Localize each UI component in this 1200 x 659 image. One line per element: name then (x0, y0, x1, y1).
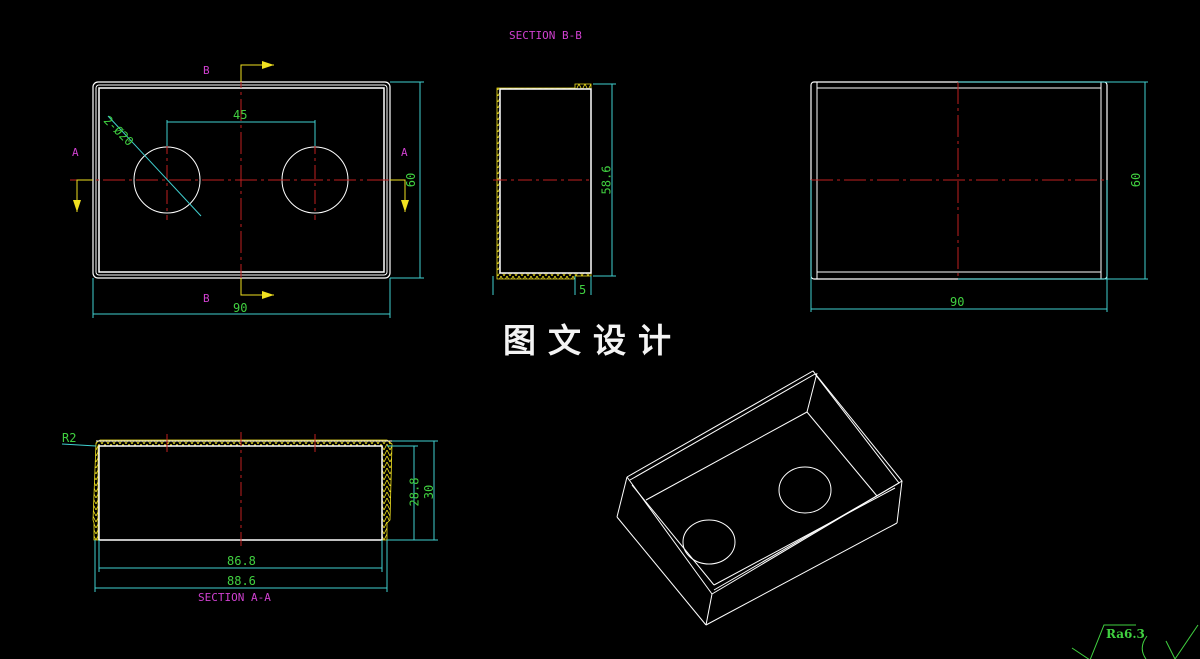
dim-top-width: 90 (233, 301, 248, 315)
dim-top-height: 60 (404, 172, 419, 188)
section-aa-title: SECTION A-A (198, 591, 271, 604)
dim-aa-outer-width: 88.6 (227, 574, 256, 588)
section-mark-b-bottom: B (203, 292, 210, 305)
dim-hole-spacing: 45 (233, 108, 248, 122)
dim-bb-step: 5 (579, 283, 587, 297)
top-view (70, 61, 424, 318)
section-mark-a-right: A (401, 146, 408, 159)
surface-roughness-label: Ra6.3 (1106, 627, 1145, 641)
dim-aa-outer-height: 30 (422, 484, 437, 500)
dim-aa-inner-height: 28.8 (407, 477, 422, 507)
isometric-view (616, 370, 903, 626)
iso-hole-1 (778, 466, 832, 514)
iso-hole-2 (682, 519, 736, 565)
dim-bottom-height: 60 (1129, 172, 1144, 188)
section-bb-view (492, 83, 616, 295)
surface-finish-symbol (1071, 624, 1199, 659)
section-bb-title: SECTION B-B (509, 29, 582, 42)
section-aa-view (61, 432, 438, 592)
dim-bottom-width: 90 (950, 295, 965, 309)
section-mark-b-top: B (203, 64, 210, 77)
dim-radius: R2 (62, 431, 77, 445)
section-mark-a-left: A (72, 146, 79, 159)
bottom-view (810, 81, 1148, 312)
dim-aa-inner-width: 86.8 (227, 554, 256, 568)
watermark: 图文设计 (503, 321, 683, 360)
dim-bb-height: 58.6 (599, 165, 614, 195)
